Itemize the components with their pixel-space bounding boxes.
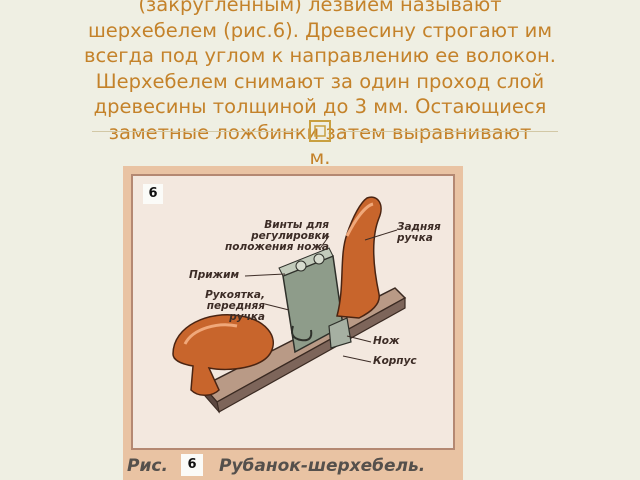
caption-prefix: Рис. [127, 456, 168, 476]
text-line: заметные ложбинки затем выравнивают [108, 120, 532, 144]
label-blade: Нож [373, 335, 400, 347]
label-front-handle: Рукоятка, передняя ручка [205, 289, 265, 323]
label-rear-handle: Задняя ручка [397, 221, 441, 244]
body-text: (закругленным) лезвием называют шерхебел… [20, 0, 620, 171]
figure: 6 Винты для регулировки положения ножа З… [123, 166, 463, 480]
figure-number-badge: 6 [143, 184, 163, 204]
leader-line [346, 335, 372, 343]
label-adjust-screws: Винты для регулировки положения ножа [225, 219, 329, 253]
label-clamp: Прижим [189, 269, 240, 281]
figure-caption: Рис. 6 Рубанок-шерхебель. [123, 452, 463, 480]
text-line: всегда под углом к направлению ее волоко… [84, 44, 556, 67]
blade [328, 317, 352, 349]
adjust-screw [313, 253, 325, 265]
leader-line [342, 355, 372, 363]
leader-line [264, 303, 290, 311]
text-line: шерхебелем (рис.6). Древесину строгают и… [87, 18, 553, 42]
text-line: древесины толщиной до 3 мм. Остающиеся [93, 95, 547, 118]
caption-number-badge: 6 [181, 454, 203, 476]
text-line: м. [309, 146, 331, 169]
text-line: (закругленным) лезвием называют [138, 0, 502, 16]
adjust-screw [295, 260, 307, 272]
plane-illustration [172, 196, 407, 414]
ornament-icon [309, 120, 331, 142]
illustration-panel: 6 Винты для регулировки положения ножа З… [131, 174, 455, 450]
divider-left [92, 131, 298, 132]
divider-right [340, 131, 558, 132]
label-body: Корпус [373, 355, 417, 367]
caption-title: Рубанок-шерхебель. [219, 456, 426, 476]
leader-line [244, 273, 286, 277]
front-handle [172, 314, 274, 396]
rear-handle [336, 196, 382, 319]
leader-line [318, 235, 330, 251]
text-line: Шерхебелем снимают за один проход слой [95, 69, 545, 93]
leader-line [364, 229, 398, 241]
